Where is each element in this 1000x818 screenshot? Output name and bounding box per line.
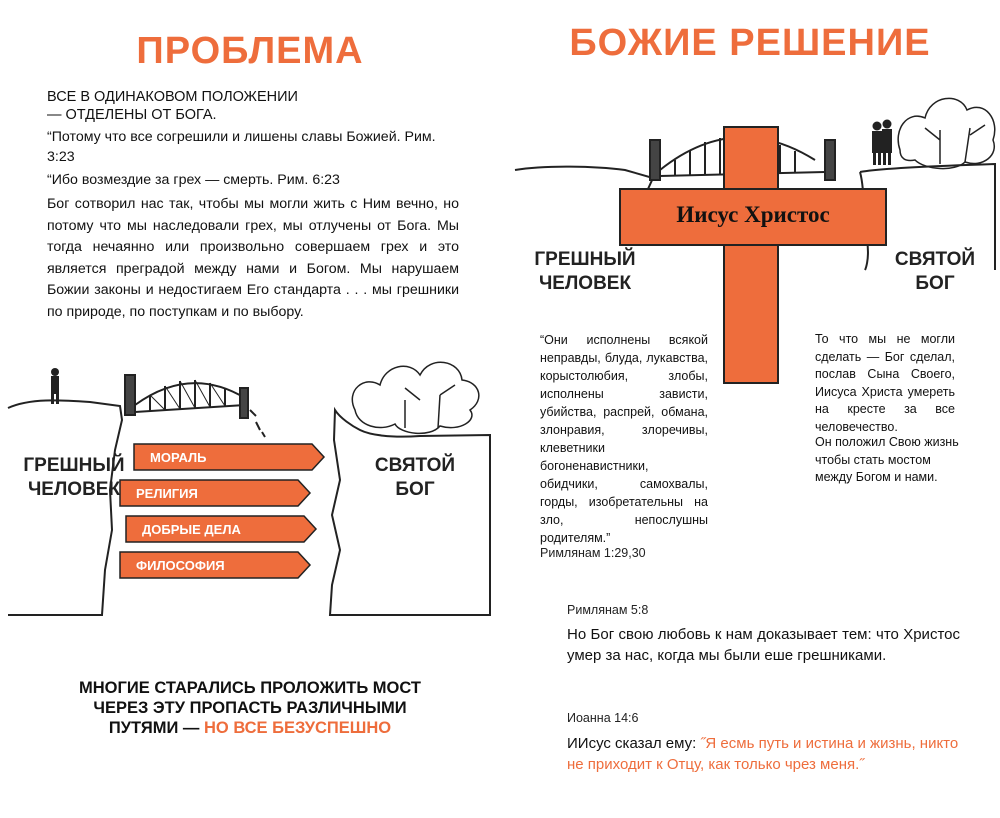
right-page-title: БОЖИЕ РЕШЕНИЕ [569,22,931,64]
plank-board [133,443,326,471]
plank-board [119,479,312,507]
people-icon [872,119,892,165]
romans-5-8-text: Но Бог свою любовь к нам доказывает тем:… [567,626,960,664]
god-laid-life-paragraph: Он положил Свою жизнь чтобы стать мостом… [815,435,959,484]
left-sinful-man-label: ГРЕШНЫЙ ЧЕЛОВЕК [14,454,134,502]
bottom-line2: ЧЕРЕЗ ЭТУ ПРОПАСТЬ РАЗЛИЧНЫМИ [93,699,407,717]
romans-1-29-quote: “Они исполнены всякой неправды, блуда, л… [540,333,708,545]
bottom-line3-part1: ПУТЯМИ — [108,719,205,737]
left-page-title: ПРОБЛЕМА [136,30,364,72]
left-sinful-line2: ЧЕЛОВЕК [27,479,121,500]
right-sinful-line1: ГРЕШНЫЙ [534,249,636,270]
left-holy-line1: СВЯТОЙ [374,455,456,476]
attempt-planks: МОРАЛЬ РЕЛИГИЯ ДОБРЫЕ ДЕЛА ФИЛОСОФИЯ [119,443,326,579]
left-subtitle: ВСЕ В ОДИНАКОВОМ ПОЛОЖЕНИИ — ОТДЕЛЕНЫ ОТ… [47,88,467,124]
plank-label: ДОБРЫЕ ДЕЛА [142,522,241,537]
verse-romans-6-23: “Ибо возмездие за грех — смерть. Рим. 6:… [47,172,340,188]
left-holy-god-label: СВЯТОЙ БОГ [360,454,470,502]
left-subtitle-line2: — ОТДЕЛЕНЫ ОТ БОГА. [47,107,217,123]
plank-board [125,515,318,543]
right-holy-line1: СВЯТОЙ [894,249,976,270]
john-text-quote: ˝Я есмь путь и истина и жизнь, никто не … [567,735,959,773]
john-14-6-ref: Иоанна 14:6 [567,711,639,725]
romans-5-8-ref: Римлянам 5:8 [567,603,649,617]
right-left-cliff [514,165,655,201]
john-text-intro: ИИсус сказал ему: [567,735,701,752]
john-14-6-text: ИИсус сказал ему: ˝Я есмь путь и истина … [567,733,967,775]
left-bottom-message: МНОГИЕ СТАРАЛИСЬ ПРОЛОЖИТЬ МОСТ ЧЕРЕЗ ЭТ… [40,678,460,738]
person-icon [51,368,59,404]
right-holy-line2: БОГ [915,273,955,294]
left-paragraph: Бог сотворил нас так, чтобы мы могли жит… [47,196,459,320]
left-subtitle-line1: ВСЕ В ОДИНАКОВОМ ПОЛОЖЕНИИ [47,89,298,105]
right-sinful-line2: ЧЕЛОВЕК [538,273,632,294]
left-sinful-line1: ГРЕШНЫЙ [23,455,125,476]
right-sinful-man-label: ГРЕШНЫЙ ЧЕЛОВЕК [520,248,650,296]
right-cliff [328,406,491,616]
romans-1-29-ref: Римлянам 1:29,30 [540,546,646,560]
left-cliff [7,399,124,616]
broken-bridge-icon [124,374,266,438]
bottom-line3: ПУТЯМИ — НО ВСЕ БЕЗУСПЕШНО [40,718,460,738]
bottom-line3-highlight: НО ВСЕ БЕЗУСПЕШНО [204,719,392,737]
left-holy-line2: БОГ [395,479,435,500]
plank-board [119,551,312,579]
verse-romans-3-23: “Потому что все согрешили и лишены славы… [47,129,436,165]
plank-label: РЕЛИГИЯ [136,486,198,501]
tree-icon [351,361,480,435]
plank-label: ФИЛОСОФИЯ [136,558,225,573]
plank-label: МОРАЛЬ [150,450,206,465]
tree-icon [897,97,996,170]
cross-icon [619,126,887,384]
right-holy-god-label: СВЯТОЙ БОГ [880,248,990,296]
left-chasm-illustration [7,361,491,616]
god-did-paragraph: То что мы не могли сделать — Бог сделал,… [815,332,955,434]
cross-label: Иисус Христос [676,202,830,227]
bottom-line1: МНОГИЕ СТАРАЛИСЬ ПРОЛОЖИТЬ МОСТ [79,679,421,697]
